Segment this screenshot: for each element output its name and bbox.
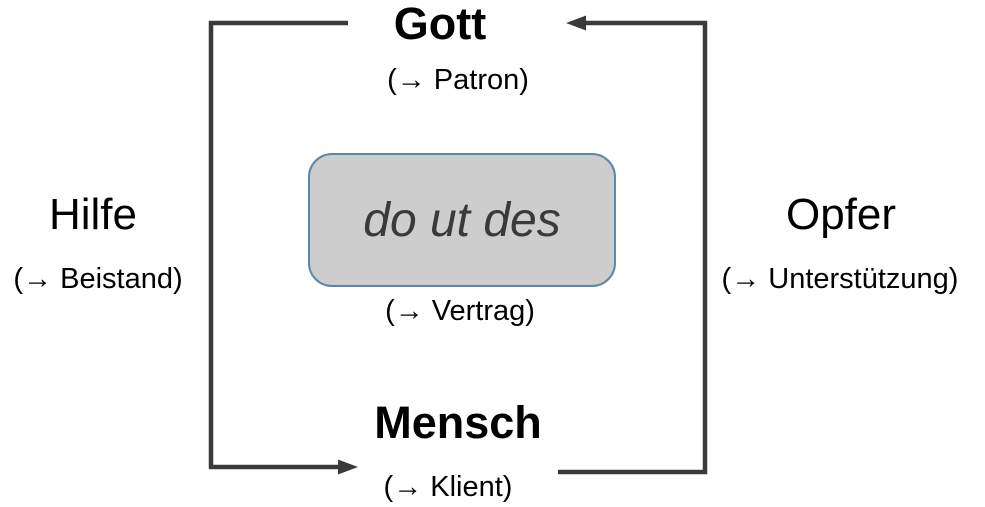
do-ut-des-sublabel: (→ Vertrag)	[385, 295, 535, 327]
arrow-mensch-to-gott	[558, 15, 708, 475]
edge-hilfe-sublabel: (→ Beistand)	[13, 263, 183, 295]
node-gott-sublabel: (→ Patron)	[387, 64, 529, 96]
node-gott-label: Gott	[393, 0, 487, 49]
edge-opfer-sublabel: (→ Unterstützung)	[721, 263, 959, 295]
edge-opfer-label: Opfer	[785, 190, 897, 239]
node-mensch-label: Mensch	[374, 397, 542, 448]
arrow-gott-to-mensch	[208, 20, 358, 475]
do-ut-des-label: do ut des	[363, 193, 561, 247]
do-ut-des-box: do ut des	[308, 153, 616, 287]
node-mensch-sublabel: (→ Klient)	[383, 471, 513, 503]
edge-hilfe-label: Hilfe	[48, 190, 138, 239]
